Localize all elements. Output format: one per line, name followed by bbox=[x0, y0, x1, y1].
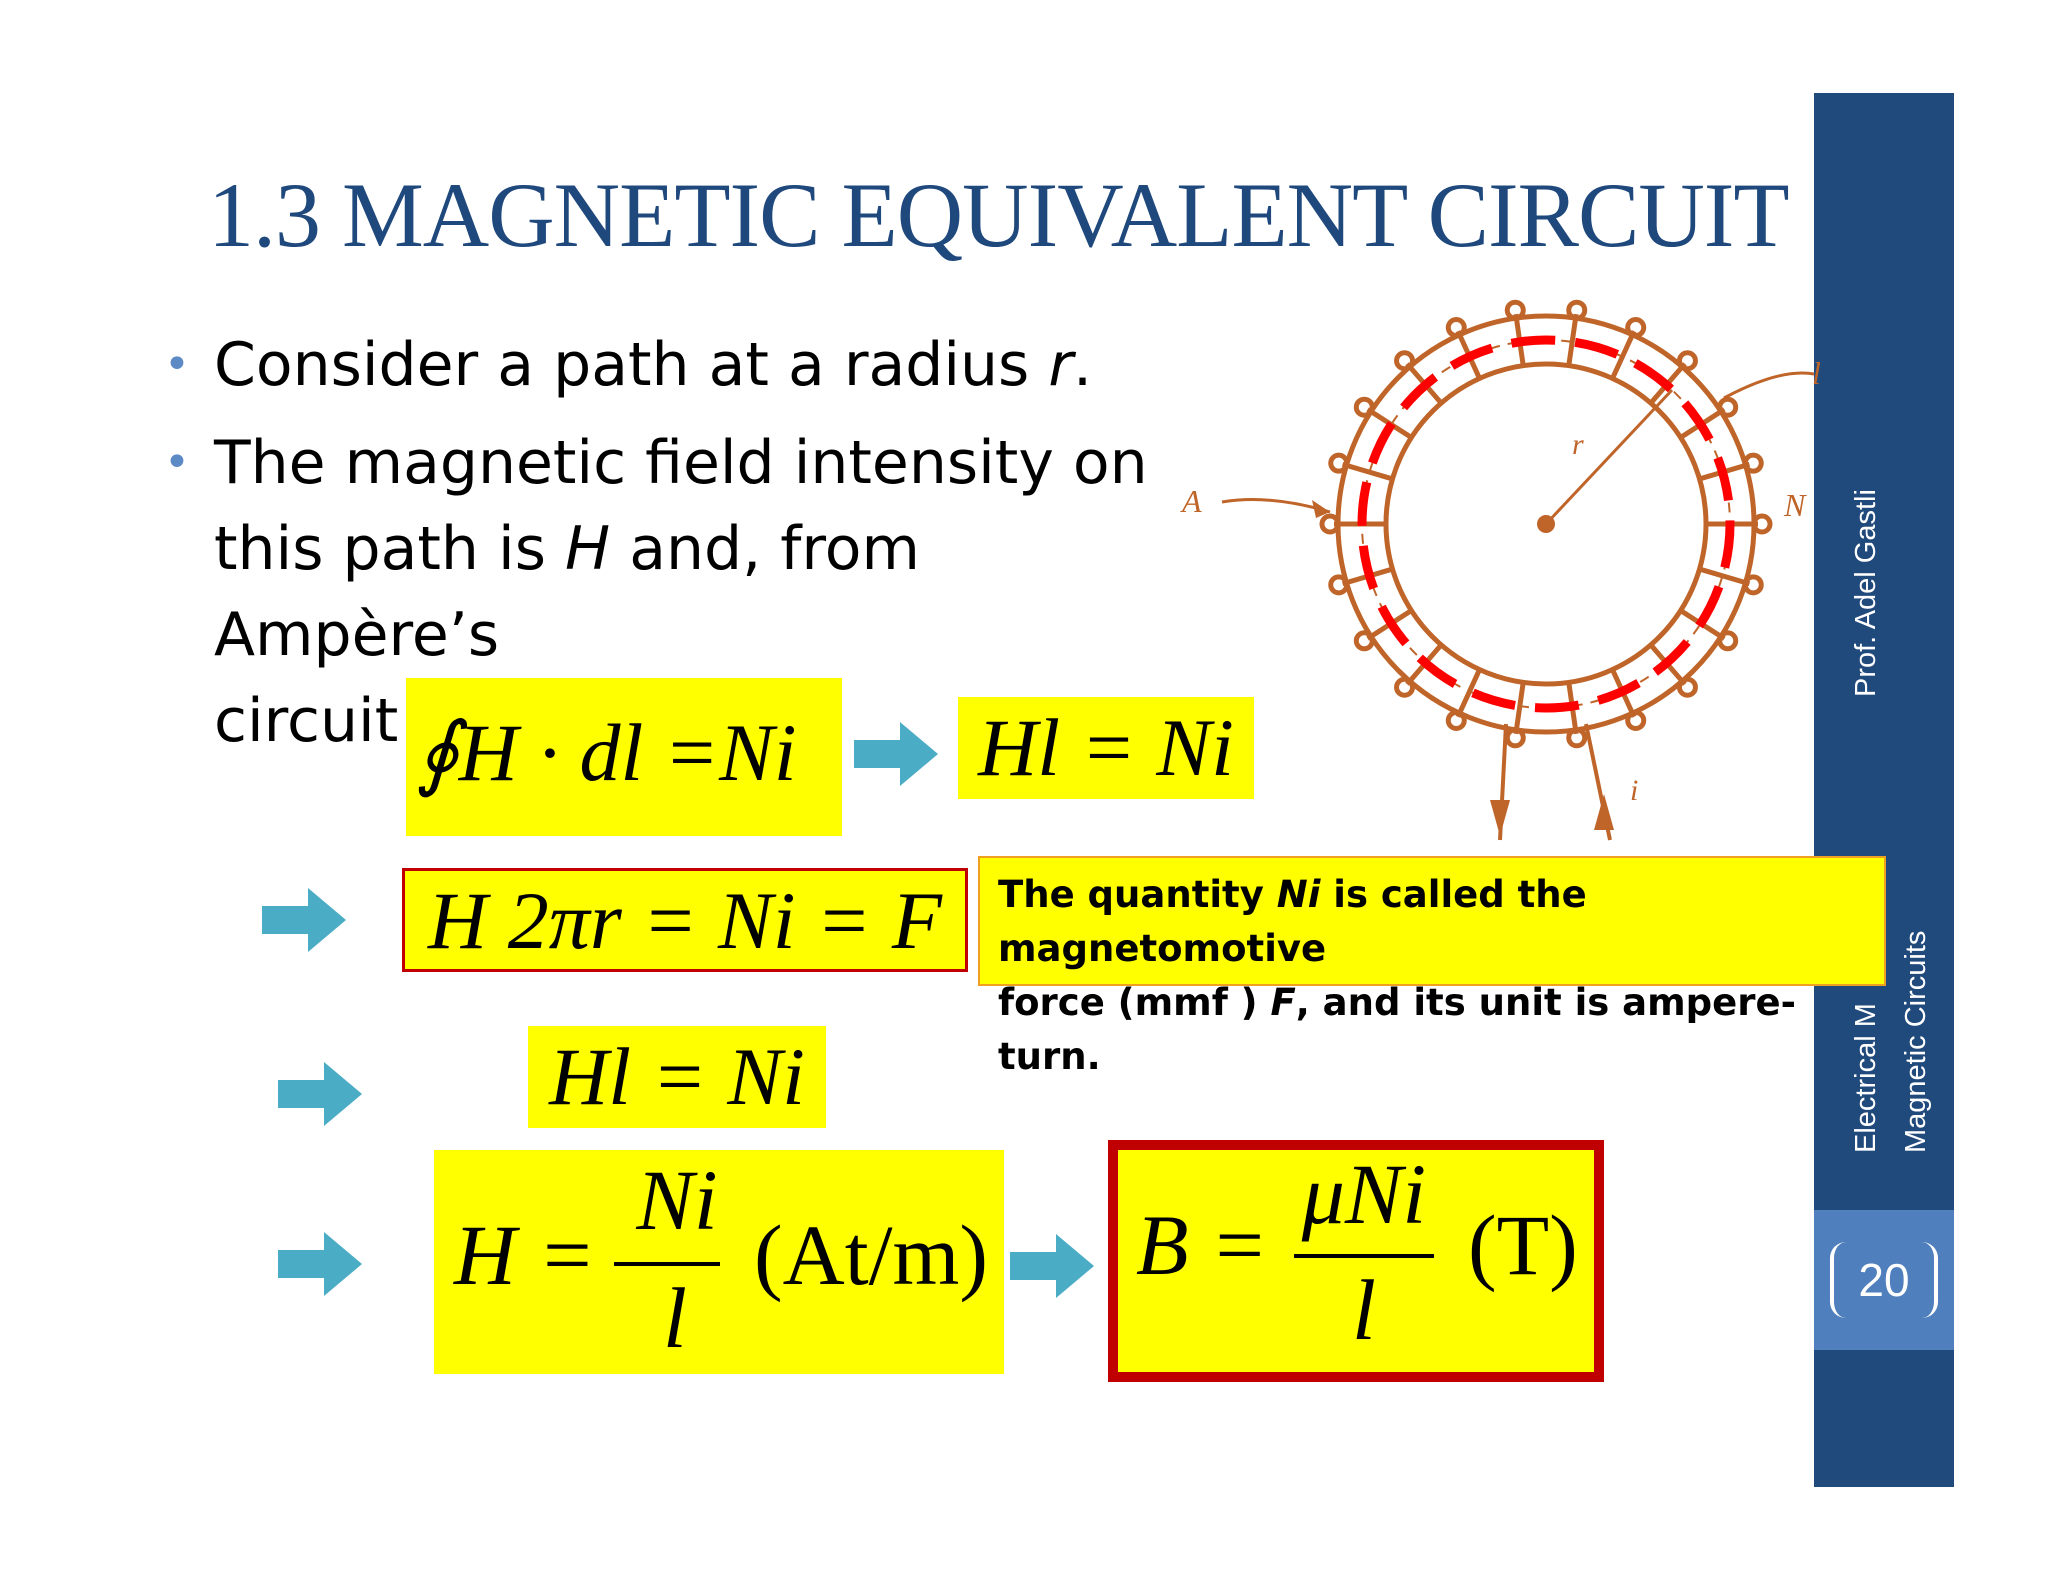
bullet-dot: • bbox=[164, 339, 190, 390]
winding-turn-end bbox=[1566, 299, 1588, 321]
winding-turn-end bbox=[1751, 513, 1773, 535]
bullet-item: • The magnetic field intensity on this p… bbox=[164, 420, 1204, 764]
bullet-list: • Consider a path at a radius r. • The m… bbox=[164, 322, 1204, 776]
leader-l bbox=[1723, 371, 1815, 400]
mmf-definition-note: The quantity Ni is called the magnetomot… bbox=[978, 856, 1886, 1078]
page-number-box bbox=[1814, 1210, 1954, 1350]
radius-path-dashed bbox=[1357, 335, 1735, 713]
fraction-numerator: Ni bbox=[636, 1152, 718, 1248]
equation-rhs: =Ni bbox=[663, 707, 797, 798]
current-arrow-up bbox=[1594, 794, 1614, 830]
fraction-denominator: l bbox=[1352, 1262, 1376, 1358]
equation-mmf: H 2πr = Ni = F bbox=[402, 868, 968, 972]
current-arrow-down bbox=[1490, 800, 1510, 836]
winding-turn-end bbox=[1742, 452, 1764, 474]
winding-turn bbox=[1455, 668, 1482, 718]
note-text: The quantity bbox=[998, 873, 1277, 916]
note-emph: F bbox=[1270, 981, 1296, 1024]
winding-turn bbox=[1513, 682, 1526, 735]
page-number: 20 bbox=[1830, 1242, 1938, 1318]
right-arrow-icon bbox=[278, 1232, 362, 1296]
bullet-tail: . bbox=[1073, 330, 1093, 400]
equation-lhs: ∮H · dl bbox=[416, 707, 644, 798]
winding-turn-end bbox=[1504, 727, 1526, 749]
winding-turn bbox=[1566, 313, 1579, 366]
bullet-text: and, from Ampère’s bbox=[214, 514, 920, 670]
winding-turn-end bbox=[1676, 676, 1698, 698]
fraction-line bbox=[1294, 1254, 1434, 1258]
label-r: r bbox=[1572, 428, 1584, 461]
winding-turn-end bbox=[1625, 709, 1647, 731]
equation-unit: (T) bbox=[1468, 1197, 1578, 1293]
winding-turn-end bbox=[1445, 709, 1467, 731]
sidebar-author: Prof. Adel Gastli bbox=[1850, 489, 1882, 697]
fraction-numerator: μNi bbox=[1301, 1146, 1427, 1242]
bullet-emph: r bbox=[1048, 330, 1074, 400]
label-l: l bbox=[1812, 355, 1821, 391]
note-text: is called the magnetomotive bbox=[998, 873, 1587, 970]
winding-turn-end bbox=[1328, 452, 1350, 474]
winding-turn-end bbox=[1504, 299, 1526, 321]
equation-amperes-law: ∮H · dl =Ni bbox=[406, 678, 842, 836]
fraction-denominator: l bbox=[663, 1270, 687, 1366]
note-text: force (mmf ) bbox=[998, 981, 1271, 1024]
right-arrow-icon bbox=[1010, 1234, 1094, 1298]
radius-line bbox=[1544, 388, 1674, 526]
sidebar-course: Electrical M bbox=[1850, 1003, 1882, 1153]
winding-turn-end bbox=[1445, 317, 1467, 339]
winding-turn bbox=[1341, 461, 1394, 482]
winding-turn-end bbox=[1566, 727, 1588, 749]
winding-turn-end bbox=[1676, 350, 1698, 372]
equation-hl-ni-top: Hl = Ni bbox=[958, 697, 1254, 799]
toroid-coil-diagram: r l N A i bbox=[1180, 299, 1821, 841]
label-a: A bbox=[1180, 483, 1202, 519]
winding-turn-end bbox=[1353, 396, 1375, 418]
winding-turn-end bbox=[1717, 630, 1739, 652]
winding-turn-end bbox=[1394, 350, 1416, 372]
winding-turn-end bbox=[1625, 317, 1647, 339]
bullet-text: this path is bbox=[214, 514, 566, 584]
bullet-dot: • bbox=[164, 437, 190, 488]
right-arrow-icon bbox=[278, 1062, 362, 1126]
winding-turn bbox=[1610, 330, 1637, 380]
equation-h-field: H = Ni l (At/m) bbox=[434, 1150, 1004, 1374]
equation-unit: (At/m) bbox=[754, 1207, 989, 1303]
equation-lhs: H = bbox=[454, 1207, 596, 1303]
equation-lhs: B = bbox=[1136, 1197, 1269, 1293]
bullet-item: • Consider a path at a radius r. bbox=[164, 322, 1204, 408]
equation-hl-ni: Hl = Ni bbox=[528, 1026, 826, 1128]
label-i: i bbox=[1630, 774, 1638, 807]
winding-turn-end bbox=[1319, 513, 1341, 535]
winding-turn bbox=[1698, 566, 1751, 587]
winding-turn-end bbox=[1717, 396, 1739, 418]
right-arrow-icon bbox=[854, 722, 938, 786]
winding-turn-end bbox=[1353, 630, 1375, 652]
fraction-line bbox=[614, 1262, 720, 1266]
note-emph: Ni bbox=[1276, 873, 1321, 916]
right-arrow-icon bbox=[262, 888, 346, 952]
bullet-text: The magnetic field intensity on bbox=[214, 428, 1148, 498]
winding-turn-end bbox=[1394, 676, 1416, 698]
slide-title: 1.3 MAGNETIC EQUIVALENT CIRCUIT bbox=[208, 164, 1790, 266]
equation-b-field: B = μNi l (T) bbox=[1108, 1140, 1604, 1382]
winding-turn-end bbox=[1742, 574, 1764, 596]
leader-a-head bbox=[1312, 500, 1330, 518]
winding-turn-end bbox=[1328, 574, 1350, 596]
note-text: , and its unit is ampere-turn. bbox=[998, 981, 1796, 1078]
bullet-text: Consider a path at a radius bbox=[214, 330, 1049, 400]
sidebar-topic: Magnetic Circuits bbox=[1900, 930, 1932, 1153]
label-n: N bbox=[1783, 487, 1807, 523]
bullet-emph: H bbox=[565, 514, 611, 584]
